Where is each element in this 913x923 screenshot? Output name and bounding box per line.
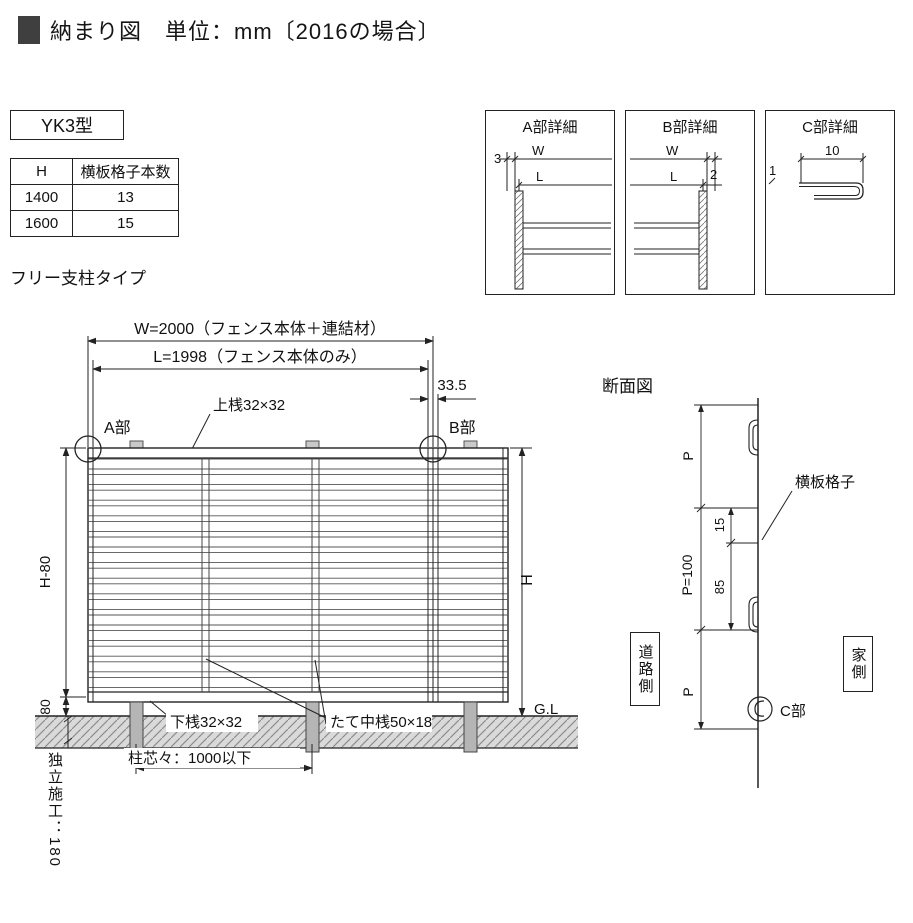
road-side-label: 道路側	[636, 643, 654, 695]
title-bar: 納まり図 単位：mm〔2016の場合〕	[18, 14, 441, 46]
section-dims	[694, 404, 758, 730]
house-side-box: 家側	[843, 636, 873, 692]
ground-hatch	[35, 715, 578, 749]
spec-header-h: H	[10, 158, 73, 185]
spec-table-row: 1400 13	[10, 184, 179, 211]
spec-cell: 13	[72, 184, 179, 211]
detail-a-dim-w: W	[532, 143, 545, 158]
dim-height-label: H	[519, 574, 536, 586]
spec-cell: 1600	[10, 210, 73, 237]
section-c-circle	[747, 696, 773, 722]
detail-a-box: A部詳細 3 W L	[485, 110, 615, 295]
section-a-circle	[74, 435, 102, 463]
fence-panel	[87, 447, 509, 703]
fence-posts	[129, 701, 478, 753]
top-rail-label: 上桟32×32	[213, 397, 285, 414]
post-caps	[129, 440, 478, 449]
detail-b-dim-l: L	[670, 169, 677, 184]
spec-table-row: 1600 15	[10, 210, 179, 237]
dim-body-width	[92, 360, 429, 447]
detail-c-dim-1: 1	[769, 163, 776, 178]
detail-c-dim-10: 10	[825, 143, 839, 158]
detail-b-dim-2: 2	[710, 167, 717, 182]
dim-h80-label: H-80	[37, 556, 54, 589]
dim-p-pitch-label: P=100	[679, 554, 695, 595]
dim-offset-label: 33.5	[437, 377, 466, 394]
ground-level-label: G.L	[534, 701, 558, 718]
detail-c-drawing: 10 1	[768, 143, 867, 200]
detail-b-title: B部詳細	[662, 119, 718, 136]
bottom-rail-label: 下桟32×32	[170, 714, 242, 731]
spec-cell: 15	[72, 210, 179, 237]
section-a-label: A部	[104, 419, 131, 437]
detail-b-drawing: W L 2	[630, 143, 722, 290]
bottom-rail-callout: 下桟32×32	[149, 700, 258, 732]
spec-table: H 横板格子本数 1400 13 1600 15	[10, 158, 179, 237]
detail-b-box: B部詳細 W L 2	[625, 110, 755, 295]
section-profile	[748, 398, 765, 788]
section-b-label: B部	[449, 419, 476, 437]
board-slats	[88, 458, 508, 688]
dim-overall-width-label: W=2000（フェンス本体＋連結材）	[134, 320, 386, 338]
dim-height	[510, 447, 532, 717]
spec-header-count: 横板格子本数	[72, 158, 179, 185]
post-type-label: フリー支柱タイプ	[10, 269, 146, 288]
detail-a-dim-l: L	[536, 169, 543, 184]
dim-p-top-label: P	[680, 451, 696, 460]
board-leader	[761, 490, 793, 541]
detail-a-title: A部詳細	[522, 119, 578, 136]
detail-a-dim-3: 3	[494, 151, 501, 166]
section-c-label: C部	[780, 703, 806, 720]
dim-body-width-label: L=1998（フェンス本体のみ）	[153, 348, 367, 366]
spec-table-header-row: H 横板格子本数	[10, 158, 179, 185]
model-name: YK3型	[40, 116, 94, 136]
dim-overall-width	[87, 336, 434, 447]
dim-left-heights	[60, 447, 86, 748]
model-label-box: YK3型	[10, 110, 124, 140]
house-side-label: 家側	[849, 647, 867, 681]
dim-offset	[410, 394, 476, 447]
dim-80-label: 80	[37, 699, 53, 715]
detail-a-drawing: 3 W L	[494, 143, 612, 290]
dim-15-label: 15	[712, 518, 727, 532]
vertical-mullions	[201, 458, 320, 692]
title-marker	[18, 16, 40, 44]
post-pitch-label: 柱芯々：1000以下	[128, 750, 251, 767]
section-b-circle	[419, 435, 447, 463]
post-pitch-callout: 柱芯々：1000以下	[124, 748, 300, 768]
spec-cell: 1400	[10, 184, 73, 211]
page-title: 納まり図 単位：mm〔2016の場合〕	[50, 19, 441, 44]
vertical-rail-label: たて中桟50×18	[330, 714, 432, 731]
dim-p-bottom-label: P	[680, 687, 696, 696]
road-side-box: 道路側	[630, 632, 660, 706]
vertical-rail-callout: たて中桟50×18	[205, 658, 432, 732]
post-pitch-dim	[135, 744, 313, 774]
board-label: 横板格子	[795, 473, 855, 491]
dim-85-label: 85	[712, 580, 727, 594]
footing-label: 独立施工：180	[46, 752, 63, 869]
detail-c-box: C部詳細 10 1	[765, 110, 895, 295]
detail-c-title: C部詳細	[802, 119, 858, 136]
top-rail-leader	[191, 413, 211, 450]
cross-section-title: 断面図	[602, 377, 653, 396]
detail-b-dim-w: W	[666, 143, 679, 158]
